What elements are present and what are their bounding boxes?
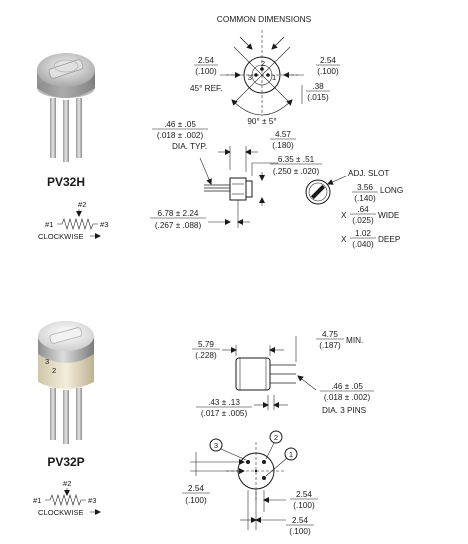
- schem-top-pin3: #3: [100, 220, 108, 229]
- p-side-view-drawing: [222, 336, 317, 410]
- part-name-pv32h: PV32H: [47, 175, 85, 189]
- slot-deep-label: DEEP: [378, 235, 401, 244]
- pv32p-mark-2: 2: [52, 366, 56, 375]
- p-pin-dia-dim: .46 ± .05: [331, 382, 363, 391]
- pv32p-mark-3: 3: [45, 357, 49, 366]
- pin-dia-note: DIA. TYP.: [172, 142, 207, 151]
- top-offset-dim: .38: [312, 82, 324, 91]
- slot-wide-dim: .64: [357, 205, 369, 214]
- slot-deep-prefix: X: [341, 235, 347, 244]
- top-pin-3: 3: [248, 73, 252, 82]
- adj-slot-title: ADJ. SLOT: [348, 169, 389, 178]
- schem-bottom-pin1: #1: [33, 496, 41, 505]
- p-right-dim2-inch: (.100): [289, 527, 311, 536]
- pv32h-schematic: #2 #1 #3 CLOCKWISE: [38, 200, 108, 241]
- p-offset-dim-inch: (.017 ± .005): [201, 409, 248, 418]
- p-offset-dim: .43 ± .13: [208, 398, 240, 407]
- slot-wide-label: WIDE: [378, 211, 400, 220]
- schem-top-direction: CLOCKWISE: [38, 232, 84, 241]
- top-left-dim-inch: (.100): [195, 67, 217, 76]
- schem-bottom-pin3: #3: [88, 496, 96, 505]
- pv32p-schematic: #2 #1 #3 CLOCKWISE: [33, 479, 101, 517]
- body-depth-dim: 6.35 ± .51: [278, 155, 315, 164]
- p-pin-2: 2: [274, 433, 278, 442]
- body-depth-dim-inch: (.250 ± .020): [273, 167, 320, 176]
- pin-len-dim-inch: (.180): [272, 141, 294, 150]
- p-bottom-view-drawing: [190, 430, 298, 530]
- height-dim: 6.78 ± 2.24: [158, 209, 199, 218]
- part-name-pv32p: PV32P: [47, 455, 84, 469]
- p-pin-dia-dim-inch: (.018 ± .002): [324, 393, 371, 402]
- top-angle: 90° ± 5°: [247, 117, 276, 126]
- p-pin-len-dim-inch: (.187): [319, 341, 341, 350]
- slot-wide-dim-inch: (.025): [352, 216, 374, 225]
- pv32p-photo: [38, 321, 94, 444]
- slot-deep-dim-inch: (.040): [352, 240, 374, 249]
- schem-top-pin2: #2: [78, 200, 86, 209]
- top-pin-1: 1: [272, 73, 276, 82]
- schem-bottom-pin2: #2: [63, 479, 71, 488]
- slot-long-dim: 3.56: [357, 183, 373, 192]
- height-dim-inch: (.267 ± .088): [155, 221, 202, 230]
- pin-dia-dim: .46 ± .05: [164, 120, 196, 129]
- p-left-dim-inch: (.100): [185, 496, 207, 505]
- adj-slot-drawing: [305, 175, 347, 205]
- resistor-zigzag-bottom: [45, 494, 86, 506]
- p-right-dim1-inch: (.100): [293, 501, 315, 510]
- p-pin-3: 3: [214, 441, 218, 450]
- p-body-len-dim: 5.79: [198, 340, 214, 349]
- p-left-dim: 2.54: [188, 484, 204, 493]
- top-offset-dim-inch: (.015): [307, 93, 329, 102]
- slot-deep-dim: 1.02: [355, 229, 371, 238]
- p-body-len-dim-inch: (.228): [195, 351, 217, 360]
- header-title: COMMON DIMENSIONS: [217, 14, 312, 24]
- p-right-dim1: 2.54: [296, 490, 312, 499]
- pv32h-photo: [37, 53, 95, 162]
- resistor-zigzag-top: [57, 218, 98, 230]
- top-left-dim: 2.54: [198, 56, 214, 65]
- slot-wide-prefix: X: [341, 211, 347, 220]
- p-pin-len-suffix: MIN.: [346, 336, 363, 345]
- p-pin-dia-note: DIA. 3 PINS: [322, 406, 367, 415]
- schem-top-pin1: #1: [45, 220, 53, 229]
- side-view-drawing: [199, 146, 278, 228]
- schem-bottom-direction: CLOCKWISE: [38, 508, 84, 517]
- top-right-dim: 2.54: [320, 56, 336, 65]
- slot-long-dim-inch: (.140): [354, 194, 376, 203]
- top-right-dim-inch: (.100): [317, 67, 339, 76]
- pin-len-dim: 4.57: [275, 130, 291, 139]
- p-pin-len-dim: 4.75: [322, 330, 338, 339]
- top-ref-angle: 45° REF.: [190, 84, 222, 93]
- p-right-dim2: 2.54: [292, 516, 308, 525]
- top-pin-2: 2: [261, 59, 265, 68]
- p-pin-1: 1: [289, 450, 293, 459]
- pin-dia-dim-inch: (.018 ± .002): [157, 131, 204, 140]
- top-view-drawing: [220, 30, 304, 116]
- slot-long-label: LONG: [380, 186, 403, 195]
